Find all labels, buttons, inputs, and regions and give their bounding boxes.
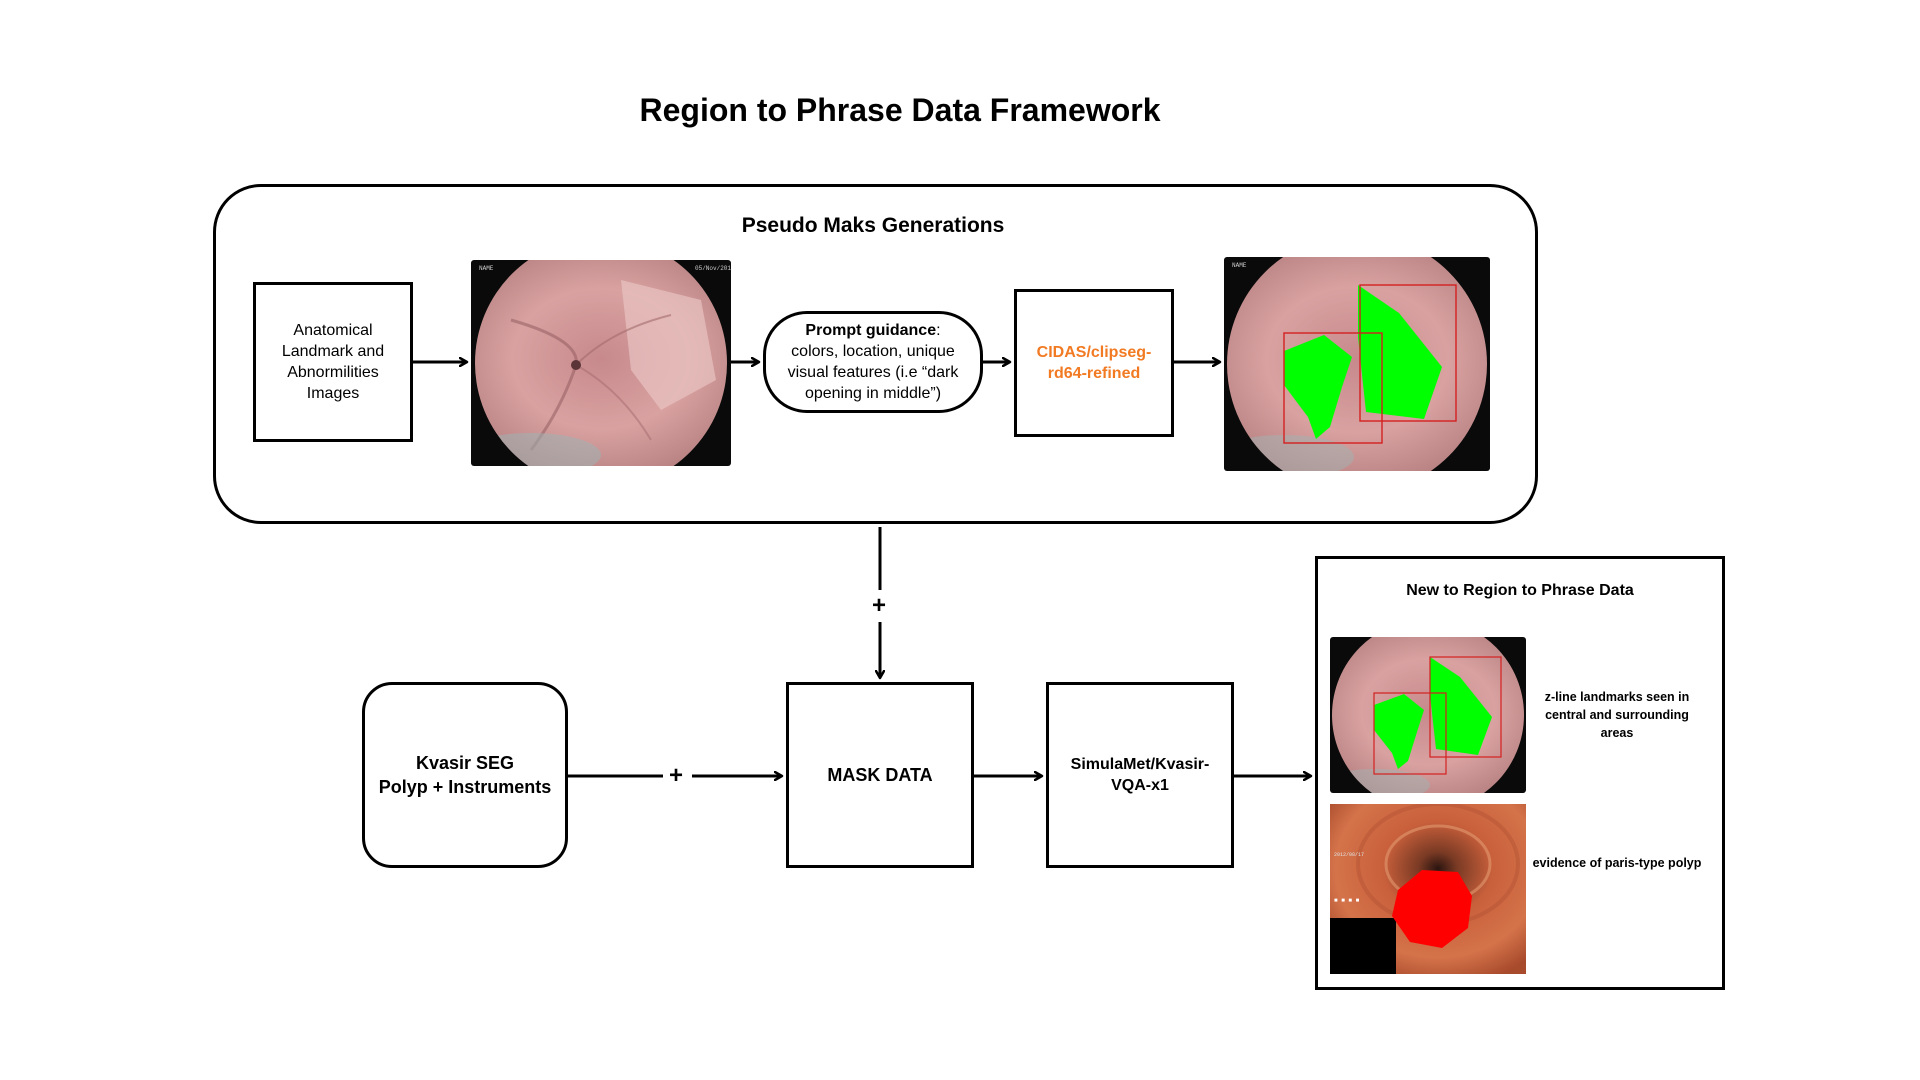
pseudo-mask-panel-title: Pseudo Maks Generations [741,214,1005,237]
endoscopy-image: NAME 05/Nov/2012 [471,260,731,466]
output-caption-zline: z-line landmarks seen in central and sur… [1544,690,1690,740]
clipseg-model-box: CIDAS/clipseg-rd64-refined [1014,289,1174,437]
output-panel-title: New to Region to Phrase Data [1406,582,1634,599]
output-caption-polyp: evidence of paris-type polyp [1532,856,1702,870]
prompt-guidance-box: Prompt guidance: colors, location, uniqu… [763,311,983,413]
svg-text:NAME: NAME [1232,262,1247,269]
page-title: Region to Phrase Data Framework [639,92,1161,128]
output-polyp-image: 2012/08/17 ■ ■ ■ ■ [1330,804,1526,974]
mask-data-label: MASK DATA [827,765,933,785]
mask-data-box: MASK DATA [786,682,974,868]
input-images-box: Anatomical Landmark and Abnormilities Im… [253,282,413,442]
kvasir-seg-box: Kvasir SEG Polyp + Instruments [362,682,568,868]
prompt-guidance-heading: Prompt guidance [805,322,937,339]
prompt-guidance-text: : colors, location, unique visual featur… [787,322,959,402]
plus-sign-vertical: + [872,592,887,619]
svg-text:■ ■ ■ ■: ■ ■ ■ ■ [1334,897,1360,904]
svg-text:NAME: NAME [479,265,494,272]
output-panel [1315,556,1725,990]
output-zline-image [1330,637,1526,793]
kvasir-vqa-label: SimulaMet/Kvasir-VQA-x1 [1070,756,1210,794]
plus-sign-horizontal: + [669,762,684,789]
kvasir-seg-title: Kvasir SEG [415,753,515,773]
clipseg-model-label: CIDAS/clipseg-rd64-refined [1036,344,1152,382]
kvasir-seg-subtitle: Polyp + Instruments [378,777,552,797]
masked-endoscopy-image: NAME [1224,257,1490,471]
svg-text:05/Nov/2012: 05/Nov/2012 [695,265,731,272]
input-images-label: Anatomical Landmark and Abnormilities Im… [281,322,385,402]
svg-text:2012/08/17: 2012/08/17 [1334,852,1364,858]
kvasir-vqa-box: SimulaMet/Kvasir-VQA-x1 [1046,682,1234,868]
pseudo-mask-panel [213,184,1538,524]
